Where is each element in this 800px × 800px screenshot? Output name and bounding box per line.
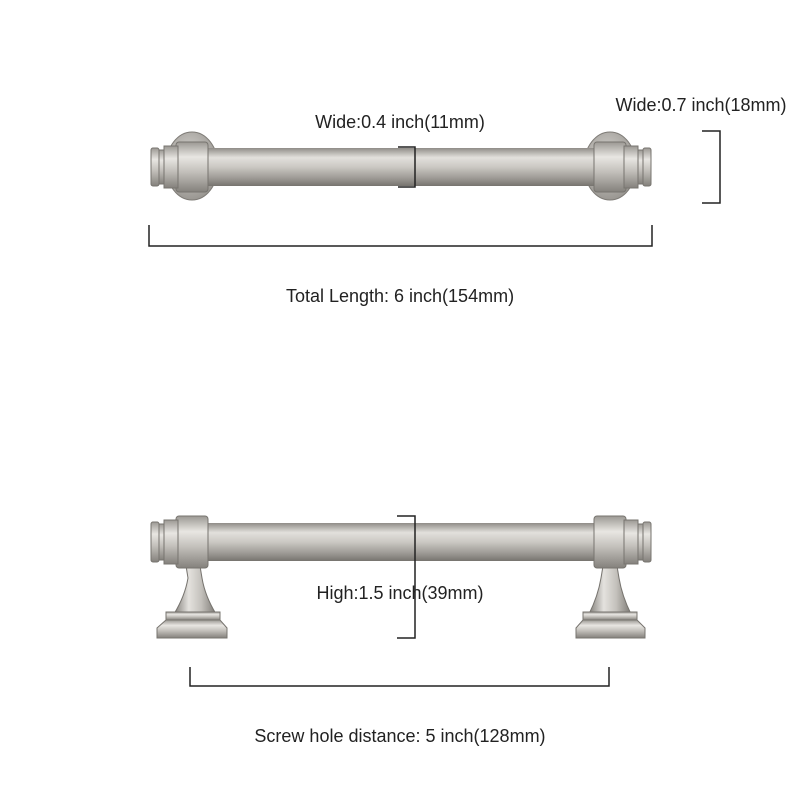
total-length-label: Total Length: 6 inch(154mm) (286, 286, 514, 306)
total-length-bracket (148, 225, 653, 247)
height-label: High:1.5 inch(39mm) (316, 583, 483, 603)
top-view-handle (150, 131, 652, 201)
right-foot (575, 619, 646, 639)
top-rod (205, 148, 597, 186)
right-post (588, 565, 632, 615)
left-foot (156, 619, 228, 639)
side-rod (205, 523, 597, 561)
rod-width-label: Wide:0.4 inch(11mm) (315, 112, 485, 132)
right-end-cap (593, 141, 627, 193)
side-right-cap (593, 515, 627, 569)
left-end-cap (175, 141, 209, 193)
end-width-bracket (702, 130, 721, 204)
screw-distance-bracket (189, 667, 610, 687)
side-left-cap (175, 515, 209, 569)
screw-distance-label: Screw hole distance: 5 inch(128mm) (254, 726, 545, 746)
rod-width-bracket (398, 146, 416, 188)
left-post (173, 565, 217, 615)
side-view-handle (150, 515, 652, 639)
end-width-label: Wide:0.7 inch(18mm) (615, 95, 786, 115)
height-bracket (397, 515, 416, 639)
